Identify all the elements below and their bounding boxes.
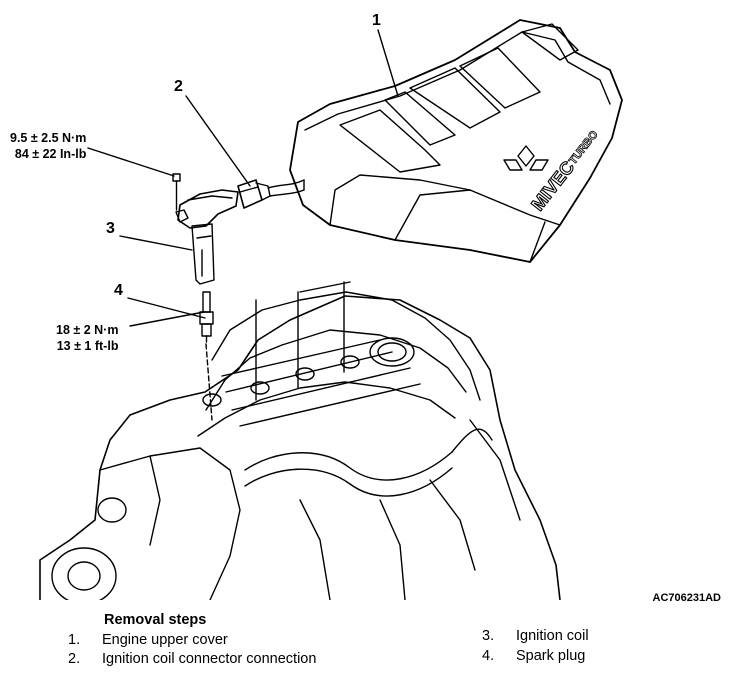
step-label: Ignition coil connector connection: [102, 651, 317, 667]
spark-plug: [199, 291, 214, 343]
step-number: 2.: [68, 651, 81, 667]
torque-spec-plug: 18 ± 2 N·m 13 ± 1 ft-lb: [56, 322, 118, 354]
engine-upper-cover: [289, 19, 623, 263]
ignition-coil-connector: [237, 179, 305, 209]
figure-code: AC706231AD: [652, 592, 721, 604]
torque-plug-imperial: 13 ± 1 ft-lb: [56, 339, 119, 353]
torque-plug-metric: 18 ± 2 N·m: [56, 323, 119, 337]
cover-logo-brand: MIVEC: [527, 157, 578, 214]
callout-3: 3: [106, 220, 115, 237]
removal-step-1: 1. Engine upper cover: [68, 632, 228, 648]
exploded-view-diagram: MIVEC TURBO: [39, 19, 623, 600]
callout-1: 1: [372, 12, 381, 29]
callout-4: 4: [114, 282, 123, 299]
cover-logo-suffix: TURBO: [567, 128, 601, 167]
removal-step-2: 2. Ignition coil connector connection: [68, 651, 316, 667]
torque-coil-metric: 9.5 ± 2.5 N·m: [10, 131, 87, 145]
torque-spec-coil: 9.5 ± 2.5 N·m 84 ± 22 In-lb: [10, 130, 86, 162]
removal-step-3: 3. Ignition coil: [482, 628, 589, 644]
step-number: 4.: [482, 648, 495, 664]
torque-coil-imperial: 84 ± 22 In-lb: [14, 147, 87, 161]
step-label: Spark plug: [516, 648, 586, 664]
step-number: 1.: [68, 632, 81, 648]
engine-block: [39, 281, 561, 600]
removal-step-4: 4. Spark plug: [482, 648, 585, 664]
step-label: Ignition coil: [516, 628, 589, 644]
step-number: 3.: [482, 628, 495, 644]
callout-2: 2: [174, 78, 183, 95]
step-label: Engine upper cover: [102, 632, 228, 648]
ignition-coil: [172, 173, 239, 285]
leader-lines: [87, 29, 399, 421]
removal-steps-title: Removal steps: [104, 612, 207, 628]
